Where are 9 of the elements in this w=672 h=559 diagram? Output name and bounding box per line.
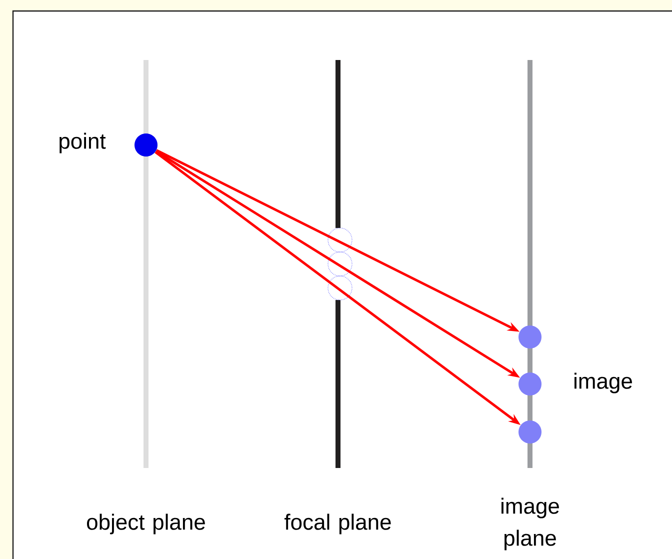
- dot: [518, 326, 542, 348]
- dot: [134, 134, 158, 156]
- plane-label: focal plane: [284, 514, 391, 534]
- plane-label: object plane: [87, 514, 205, 534]
- dot: [518, 420, 542, 444]
- dot-label: image: [574, 372, 632, 394]
- dot: [518, 372, 542, 396]
- dot-label: point: [60, 132, 106, 154]
- plane-label: image plane: [502, 498, 559, 550]
